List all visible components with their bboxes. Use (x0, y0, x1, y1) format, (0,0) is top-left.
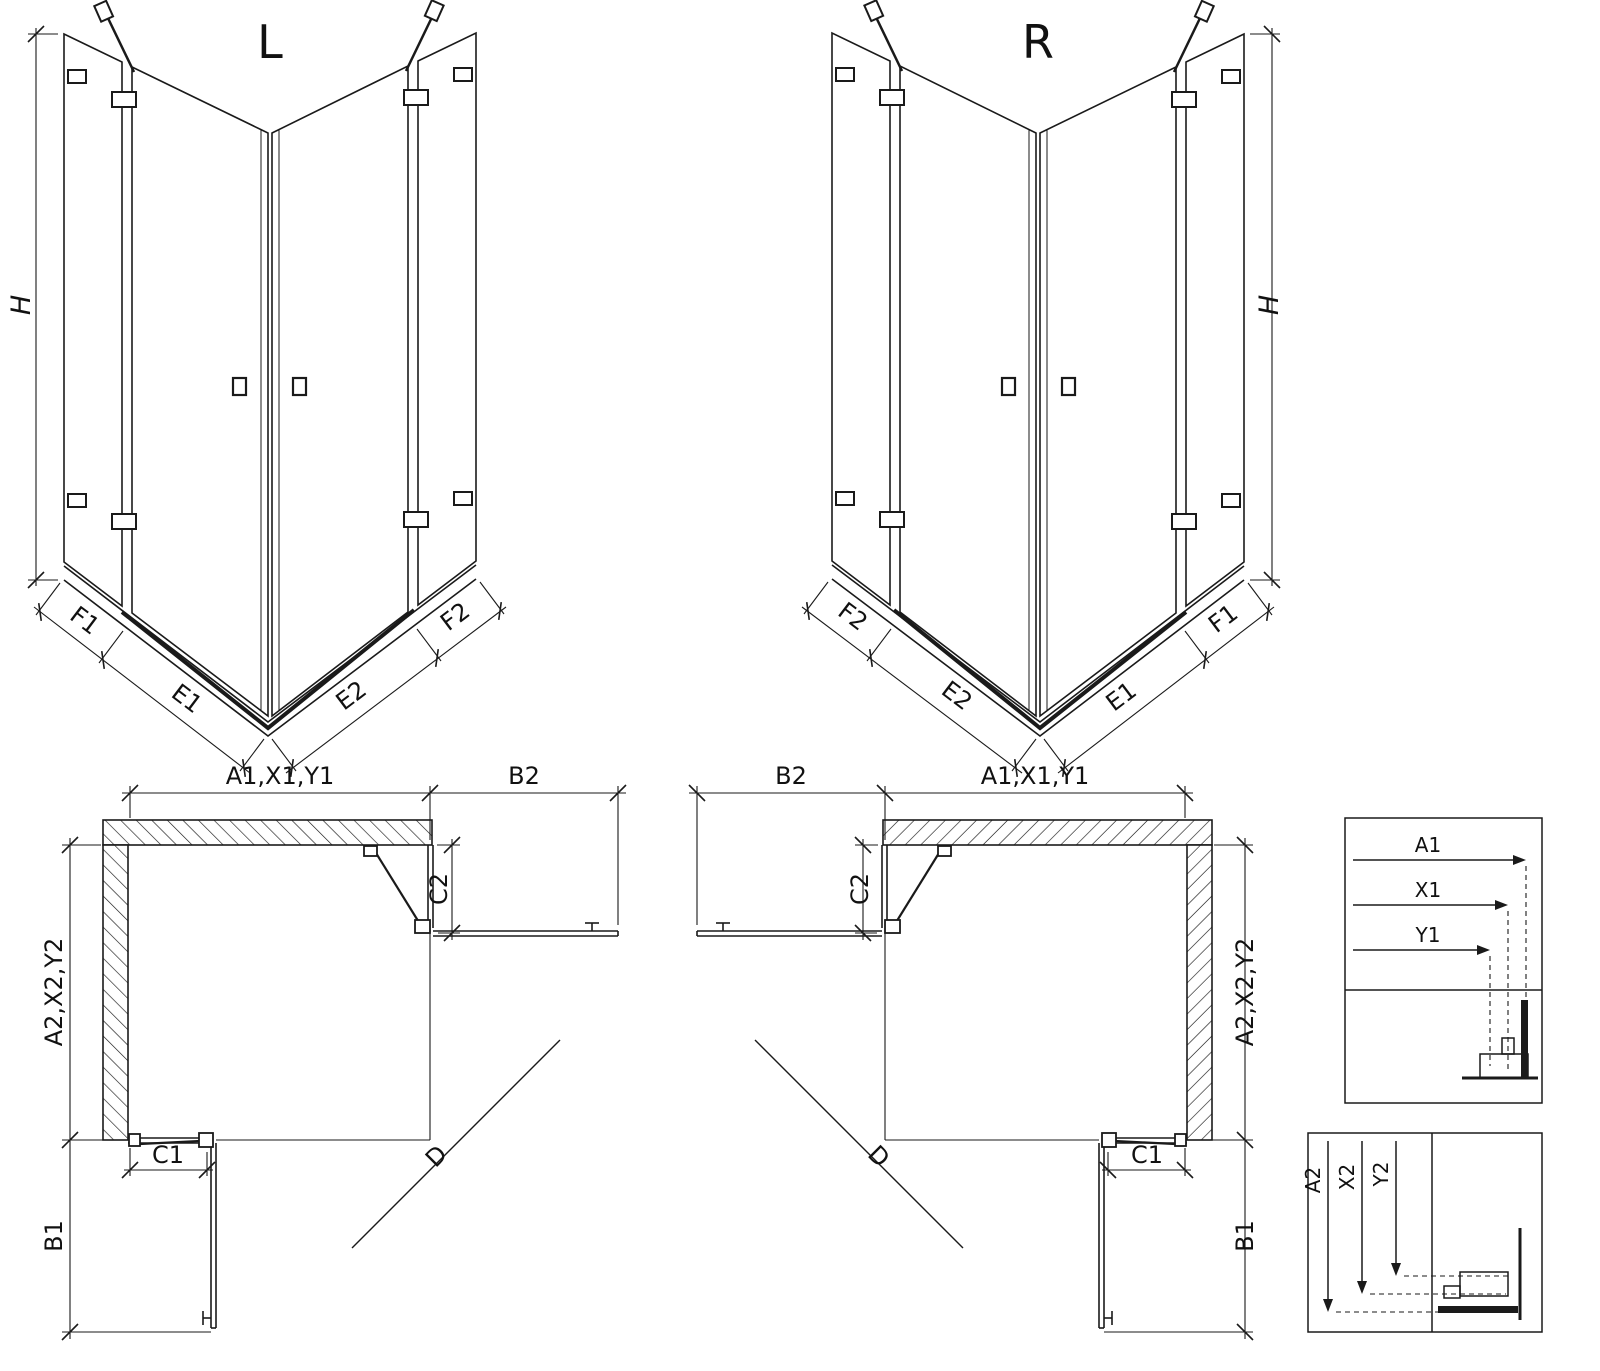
dim-label-f1-right: F1 (1203, 599, 1243, 639)
plan-left-dim-b2: B2 (508, 762, 540, 790)
detail-dim-y1: Y1 (1415, 923, 1441, 947)
dim-label-f2-right: F2 (833, 597, 873, 637)
arrowhead-x2 (1357, 1281, 1367, 1294)
dim-label-e2-right: E2 (936, 675, 977, 716)
plan-right-dim-b2: B2 (775, 762, 807, 790)
detail-dim-x2: X2 (1335, 1164, 1359, 1190)
detail-dim-a1: A1 (1415, 833, 1441, 857)
plan-left-dim-a1x1y1: A1,X1,Y1 (226, 762, 335, 790)
dim-label-e2-left: E2 (331, 675, 372, 716)
arrowhead-x1 (1495, 900, 1508, 910)
plan-left-dim-c1: C1 (152, 1141, 184, 1169)
dim-label-height-left: H (6, 295, 37, 315)
arrowhead-y1 (1477, 945, 1490, 955)
profile-glass-section (1521, 1000, 1528, 1078)
profile-glass-section-depth (1438, 1306, 1518, 1313)
detail-box-width: A1 X1 Y1 (1344, 817, 1543, 1104)
plan-view-left: A1,X1,Y1 B2 C2 A2,X2,Y2 B1 C1 D (40, 762, 628, 1342)
plan-right-dim-d: D (862, 1140, 895, 1173)
dim-label-f2-left: F2 (435, 597, 475, 637)
iso-view-left: L H F1 E1 E2 F2 (6, 0, 508, 779)
plan-right-dim-b1: B1 (1231, 1220, 1259, 1252)
plan-right-dim-c2: C2 (846, 873, 874, 905)
dim-label-height-right: H (1254, 295, 1285, 315)
detail-dim-x1: X1 (1415, 878, 1441, 902)
detail-dim-y2: Y2 (1369, 1162, 1393, 1188)
detail-box-depth: A2 X2 Y2 (1301, 1132, 1543, 1333)
plan-left-dim-d: D (420, 1140, 453, 1173)
plan-left-dim-b1: B1 (40, 1220, 68, 1252)
variant-label-left: L (257, 15, 283, 69)
detail-dim-a2: A2 (1301, 1167, 1325, 1193)
variant-label-right: R (1022, 15, 1054, 69)
dim-label-e1-right: E1 (1101, 676, 1142, 717)
plan-left-dim-a2x2y2: A2,X2,Y2 (40, 938, 68, 1047)
arrowhead-a2 (1323, 1299, 1333, 1312)
iso-view-right: R H F2 E2 E1 F1 (800, 0, 1285, 779)
plan-right-dim-a1x1y1: A1,X1,Y1 (981, 762, 1090, 790)
arrowhead-a1 (1513, 855, 1526, 865)
plan-right-dim-c1: C1 (1131, 1141, 1163, 1169)
plan-right-dim-a2x2y2: A2,X2,Y2 (1231, 938, 1259, 1047)
arrowhead-y2 (1391, 1263, 1401, 1276)
plan-left-dim-c2: C2 (425, 873, 453, 905)
plan-view-right: B2 A1,X1,Y1 C2 A2,X2,Y2 B1 C1 D (687, 762, 1259, 1342)
